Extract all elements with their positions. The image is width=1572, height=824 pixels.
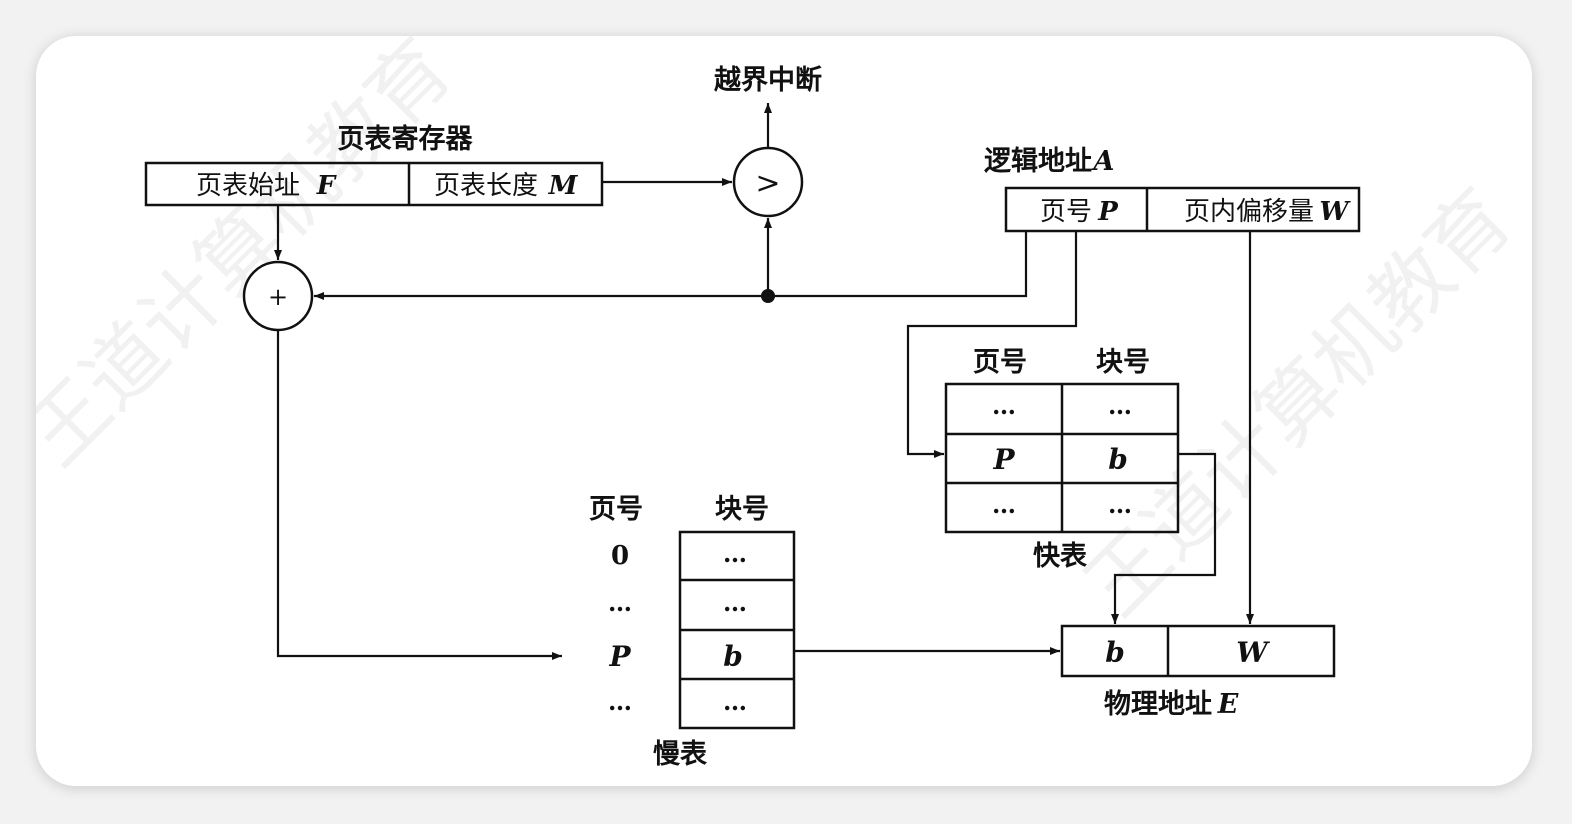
physical-address-var: E xyxy=(1217,689,1239,720)
logical-address-register: 页号 P 页内偏移量 W xyxy=(1004,186,1361,233)
tlb-row-1-page: P xyxy=(992,443,1015,476)
tlb-name: 快表 xyxy=(1033,541,1087,572)
tlb-row-2-block: … xyxy=(1108,490,1132,519)
page-table-col-page: 页号 xyxy=(589,494,643,525)
svg-text:王道计算机教育: 王道计算机教育 xyxy=(36,36,469,483)
page-number-var: P xyxy=(1097,197,1119,227)
page-table-col-block: 块号 xyxy=(715,494,769,525)
tlb-table: … … P b … … xyxy=(944,382,1180,534)
junction-dot xyxy=(761,289,775,303)
logical-address-var: A xyxy=(1091,146,1115,177)
page-table-name: 慢表 xyxy=(653,739,707,770)
plus-operator: + xyxy=(268,283,288,311)
page-table-register-label: 页表寄存器 xyxy=(338,123,474,155)
logical-address-label: 逻辑地址 xyxy=(984,146,1092,177)
page-table-length-var: M xyxy=(548,171,579,201)
comparator: > xyxy=(732,146,804,218)
page-table-row-2-block: b xyxy=(723,640,743,673)
page-offset-var: W xyxy=(1319,197,1351,227)
page-offset-label: 页内偏移量 xyxy=(1184,197,1314,227)
adder: + xyxy=(242,260,314,332)
tlb-row-0-page: … xyxy=(992,391,1016,420)
watermark: 王道计算机教育 王道计算机教育 xyxy=(36,36,1529,633)
page-number-label: 页号 xyxy=(1040,197,1092,227)
tlb-col-block: 块号 xyxy=(1096,347,1150,378)
physical-address-register: b W xyxy=(1060,624,1336,678)
page-table-start-var: F xyxy=(316,171,337,201)
page-table-row-0-page: 0 xyxy=(611,541,629,571)
connectors xyxy=(274,103,1254,660)
physical-block-var: b xyxy=(1105,636,1125,669)
page-table-start-label: 页表始址 xyxy=(196,171,300,201)
physical-offset-var: W xyxy=(1236,636,1270,669)
page-table: 0 … … … P b … … xyxy=(608,530,796,730)
page-table-row-1-block: … xyxy=(723,588,747,617)
tlb-row-2-page: … xyxy=(992,490,1016,519)
tlb-col-page: 页号 xyxy=(973,347,1027,378)
page-table-length-label: 页表长度 xyxy=(434,171,538,201)
diagram-card: 王道计算机教育 王道计算机教育 越界中断 页表寄存器 页表始址 F 页表长度 M… xyxy=(36,36,1532,786)
greater-than-operator: > xyxy=(755,166,780,201)
page-table-row-1-page: … xyxy=(608,588,632,617)
paging-address-translation-diagram: 王道计算机教育 王道计算机教育 越界中断 页表寄存器 页表始址 F 页表长度 M… xyxy=(36,36,1529,770)
page-table-row-2-page: P xyxy=(608,640,631,673)
svg-text:王道计算机教育: 王道计算机教育 xyxy=(1068,172,1530,634)
page-table-row-3-block: … xyxy=(723,687,747,716)
tlb-row-1-block: b xyxy=(1108,443,1128,476)
page-table-register: 页表始址 F 页表长度 M xyxy=(144,161,604,207)
page-table-row-3-page: … xyxy=(608,687,632,716)
bounds-interrupt-label: 越界中断 xyxy=(714,65,822,96)
tlb-row-0-block: … xyxy=(1108,391,1132,420)
page-table-row-0-block: … xyxy=(723,539,747,568)
physical-address-label: 物理地址 xyxy=(1104,689,1212,720)
